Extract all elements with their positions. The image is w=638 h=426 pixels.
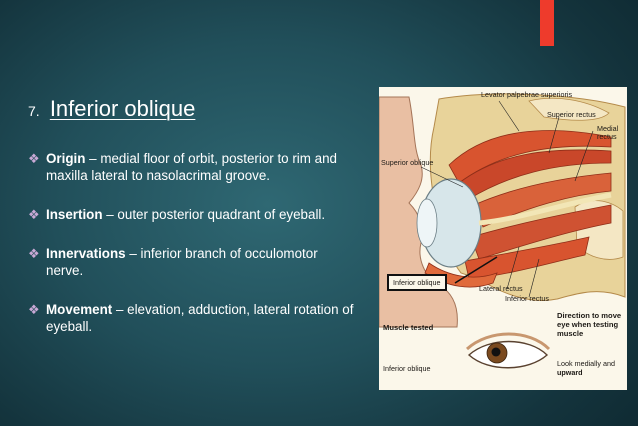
bullet-term: Origin [46,151,86,166]
bullet-innervations: ❖ Innervations – inferior branch of occu… [28,245,358,279]
label-medial-rectus: Medial rectus [597,124,619,141]
leader-line [506,246,520,290]
bullet-insertion: ❖ Insertion – outer posterior quadrant o… [28,206,358,223]
lateral-rectus-shape [470,204,612,260]
slide-title: 7. Inferior oblique [28,96,195,122]
bullet-text: – inferior branch of occulomotor nerve. [46,246,318,278]
cornea-shape [416,198,438,248]
bullet-term: Innervations [46,246,126,261]
inferior-rectus-shape [464,236,590,280]
orbit-illustration [379,93,626,369]
slide-title-text: Inferior oblique [49,96,196,121]
pointer-line [454,256,498,284]
table-header-muscle: Muscle tested [383,323,434,332]
diamond-bullet-icon: ❖ [28,302,40,317]
diamond-bullet-icon: ❖ [28,207,40,222]
table-header-direction: Direction to move eye when testing muscl… [557,311,622,338]
label-inferior-oblique-boxed: Inferior oblique [387,274,447,291]
optic-nerve-shape [478,192,612,226]
slide-number: 7. [28,103,40,119]
diamond-bullet-icon: ❖ [28,151,40,166]
direction-text: Look medially and [557,359,615,368]
diamond-bullet-icon: ❖ [28,246,40,261]
table-row-direction: Look medially and upward [557,359,623,377]
leader-line [498,100,520,132]
levator-muscle-shape [448,130,612,184]
eyelid-shape [465,332,551,351]
label-superior-oblique: Superior oblique [381,158,434,167]
label-lateral-rectus: Lateral rectus [479,284,523,293]
label-levator: Levator palpebrae superioris [481,90,573,99]
leader-line [548,116,560,154]
bullet-term: Movement [46,302,113,317]
bullet-text: – outer posterior quadrant of eyeball. [102,207,326,222]
sinus-shape [528,97,610,121]
label-inferior-rectus: Inferior rectus [505,294,549,303]
pupil-shape [491,347,501,357]
table-row-muscle: Inferior oblique [383,364,431,373]
bullet-list: ❖ Origin – medial floor of orbit, poster… [28,150,358,335]
anatomy-figure: Levator palpebrae superioris Superior re… [379,87,627,390]
leader-line [420,166,464,188]
accent-bar [540,0,554,46]
bullet-term: Insertion [46,207,103,222]
superior-rectus-shape [458,149,612,200]
eye-outline-shape [467,340,549,369]
bullet-movement: ❖ Movement – elevation, adduction, later… [28,301,358,335]
label-superior-rectus: Superior rectus [547,110,596,119]
bullet-text: – elevation, adduction, lateral rotation… [46,302,354,334]
leader-line [574,130,594,182]
medial-rectus-shape [473,172,612,228]
direction-emphasis: upward [557,368,583,377]
bullet-origin: ❖ Origin – medial floor of orbit, poster… [28,150,358,184]
leader-line [528,258,540,298]
bullet-text: – medial floor of orbit, posterior to ri… [46,151,337,183]
